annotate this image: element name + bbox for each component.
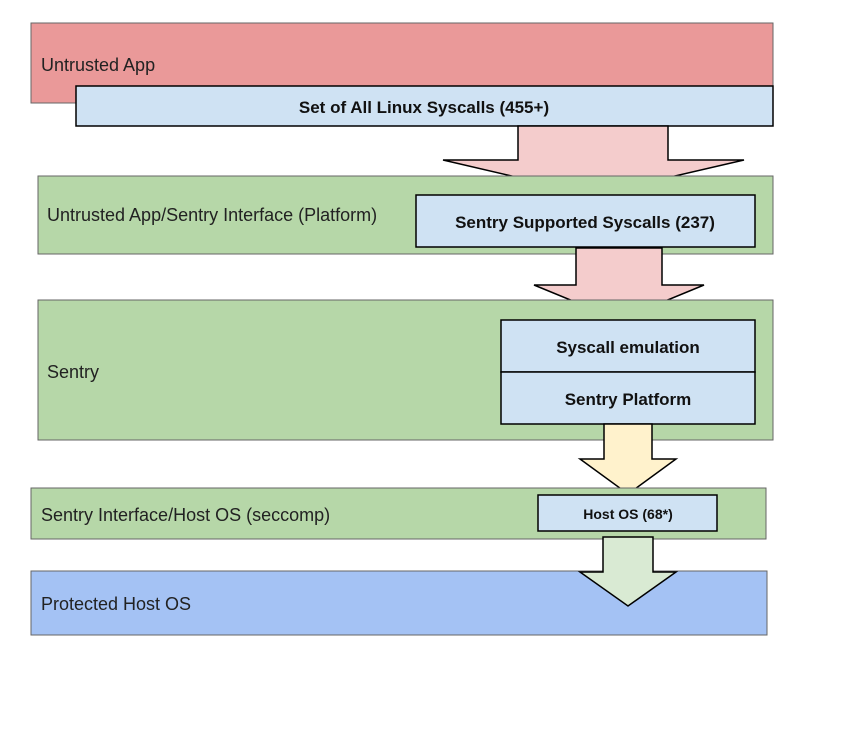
all-linux-syscalls-label: Set of All Linux Syscalls (455+) — [299, 98, 549, 117]
sentry-supported-syscalls-box — [415, 194, 756, 248]
sentry-supported-syscalls-label: Sentry Supported Syscalls (237) — [455, 213, 715, 232]
sentry-platform-label: Sentry Platform — [565, 390, 692, 409]
sentry-platform-box — [500, 371, 756, 425]
app-sentry-interface-label: Untrusted App/Sentry Interface (Platform… — [47, 205, 377, 225]
sentry-label: Sentry — [47, 362, 99, 382]
protected-host-os-label: Protected Host OS — [41, 594, 191, 614]
untrusted-app-label: Untrusted App — [41, 55, 155, 75]
sentry-host-interface-label: Sentry Interface/Host OS (seccomp) — [41, 505, 330, 525]
host-os-label: Host OS (68*) — [583, 506, 672, 522]
host-os-box — [537, 494, 718, 532]
arrow-sentry-to-host-interface — [577, 423, 679, 495]
all-linux-syscalls-box — [75, 85, 774, 127]
arrow-host-interface-to-host — [577, 536, 679, 607]
syscall-emulation-label: Syscall emulation — [556, 338, 700, 357]
